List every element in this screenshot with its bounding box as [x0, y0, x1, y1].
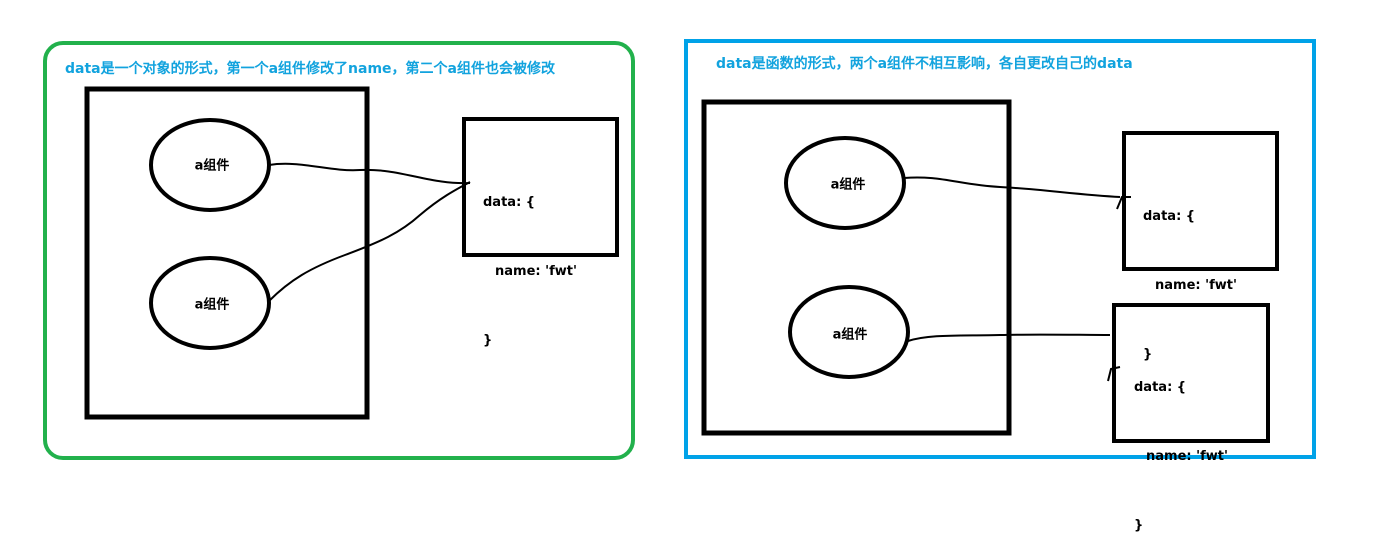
- right-connector-2: [907, 333, 1111, 342]
- code-line-open: data: {: [1143, 209, 1196, 224]
- right-data-box-2: [1112, 303, 1270, 443]
- left-connector-2: [268, 181, 471, 302]
- right-connector-1: [903, 176, 1121, 198]
- code-line-name: name: 'fwt': [1155, 278, 1237, 293]
- left-panel-caption: data是一个对象的形式，第一个a组件修改了name，第二个a组件也会被修改: [65, 61, 555, 77]
- left-container-box: [84, 86, 370, 420]
- code-line-close: }: [1134, 518, 1144, 533]
- diagram-canvas: [43, 39, 1316, 460]
- left-connector-1: [268, 162, 471, 185]
- right-component-2-label: a组件: [832, 327, 868, 343]
- right-panel-caption: data是函数的形式，两个a组件不相互影响，各自更改自己的data: [716, 56, 1133, 72]
- right-panel-frame: [684, 39, 1316, 459]
- right-component-2-ellipse: [788, 285, 910, 379]
- right-arrowhead-2: [1107, 366, 1121, 382]
- right-component-1-ellipse: [784, 136, 906, 230]
- left-component-2-label: a组件: [194, 297, 230, 313]
- right-component-1-label: a组件: [830, 177, 866, 193]
- right-data-code-2: data: { name: 'fwt' }: [1134, 330, 1228, 560]
- left-component-1-label: a组件: [194, 158, 230, 174]
- right-container-box: [701, 99, 1012, 436]
- right-data-code-1: data: { name: 'fwt' }: [1143, 159, 1237, 389]
- code-line-open: data: {: [1134, 380, 1187, 395]
- code-line-name: name: 'fwt': [495, 264, 577, 279]
- right-arrowhead-1: [1116, 196, 1131, 210]
- code-line-close: }: [1143, 347, 1153, 362]
- left-panel-frame: [43, 41, 635, 460]
- left-data-box: [462, 117, 619, 257]
- code-line-open: data: {: [483, 195, 536, 210]
- code-line-close: }: [483, 333, 493, 348]
- left-component-2-ellipse: [149, 256, 271, 350]
- right-data-box-1: [1122, 131, 1279, 271]
- left-data-code: data: { name: 'fwt' }: [483, 145, 577, 375]
- code-line-name: name: 'fwt': [1146, 449, 1228, 464]
